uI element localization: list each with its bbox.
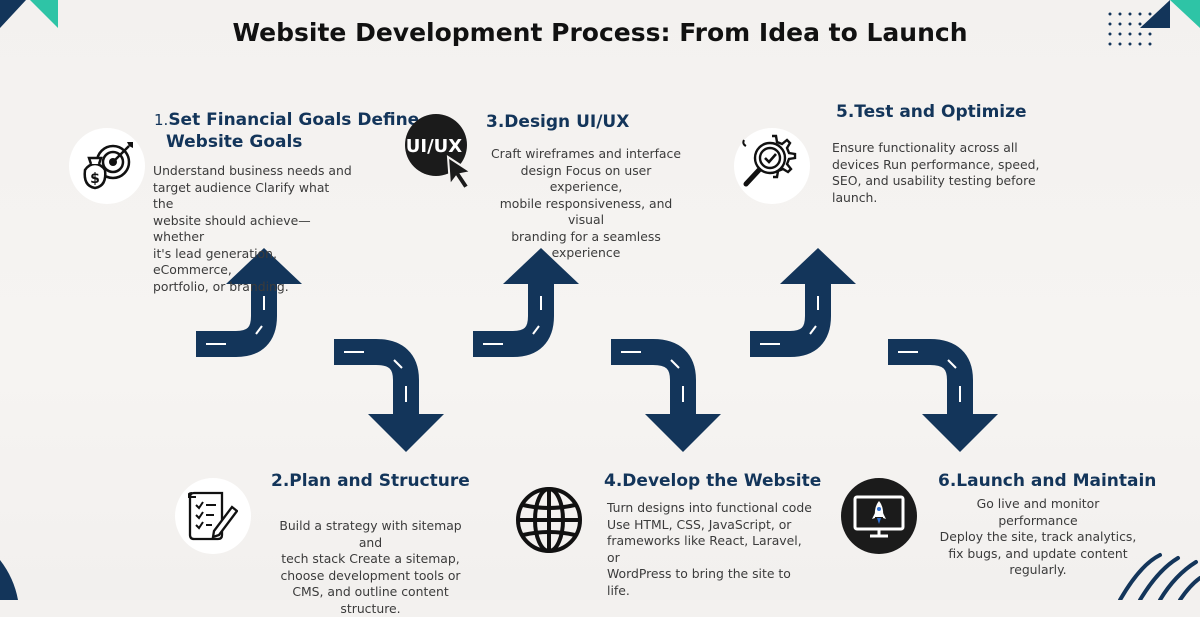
arrow-down-1	[334, 352, 444, 452]
arrow-down-2	[611, 352, 721, 452]
dot-grid	[1108, 12, 1152, 46]
arrow-down-3	[888, 352, 998, 452]
top-left-triangles	[0, 0, 58, 28]
svg-text:$: $	[90, 171, 100, 187]
step-2-heading: 2.Plan and Structure	[271, 471, 470, 491]
checklist-pen-icon	[188, 491, 238, 541]
money-target-icon: $	[83, 142, 133, 190]
bottom-left-wave	[0, 560, 18, 600]
step-1-heading: 1.Set Financial Goals Define Website Goa…	[154, 110, 420, 152]
step-6-heading: 6.Launch and Maintain	[938, 471, 1157, 491]
bottom-right-strokes	[1118, 553, 1200, 600]
gear-magnifier-check-icon	[742, 134, 797, 187]
step-1-icon-circle	[69, 128, 145, 204]
decorative-background	[0, 0, 1200, 600]
top-right-triangles	[1140, 0, 1200, 28]
step-3-heading: 3.Design UI/UX	[486, 112, 630, 132]
arrow-up-3	[750, 248, 856, 344]
ui-ux-icon-text: UI/UX	[406, 136, 463, 157]
page-title: Website Development Process: From Idea t…	[232, 18, 968, 47]
step-4-heading: 4.Develop the Website	[604, 471, 822, 491]
step-5-heading: 5.Test and Optimize	[836, 102, 1027, 122]
globe-icon	[516, 487, 582, 553]
arrow-up-2	[473, 248, 579, 344]
rocket-monitor-icon	[841, 478, 917, 554]
ui-ux-cursor-icon: UI/UX	[405, 114, 474, 191]
